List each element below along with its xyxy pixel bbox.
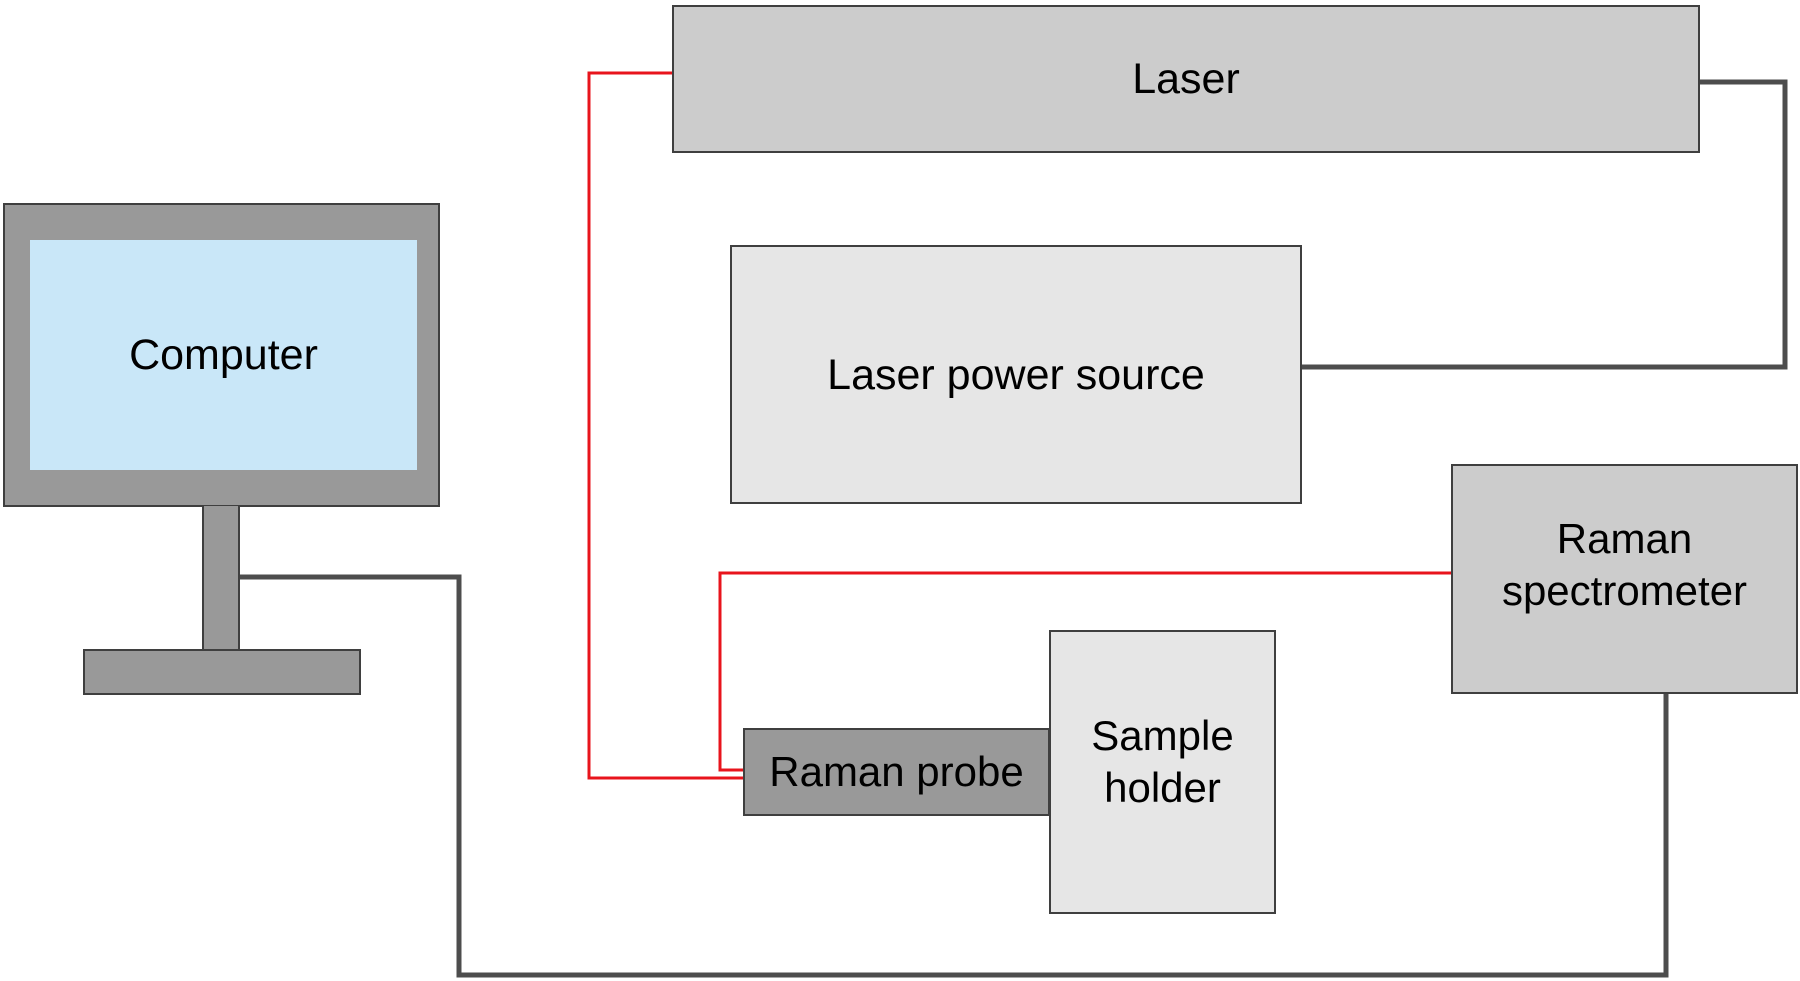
raman-spectrometer-label-line2: spectrometer	[1501, 567, 1748, 614]
sample-holder-label: Sample holder	[1091, 710, 1233, 814]
computer-screen: Computer	[30, 240, 417, 470]
laser-label: Laser	[1132, 55, 1240, 103]
fiber-laser-to-probe	[587, 71, 743, 780]
computer-stand-base	[83, 649, 361, 695]
computer-label: Computer	[129, 331, 318, 379]
sample-holder-box: Sample holder	[1049, 630, 1276, 914]
raman-probe-box: Raman probe	[743, 728, 1050, 816]
sample-holder-label-line1: Sample	[1091, 712, 1234, 759]
raman-spectrometer-label: Raman spectrometer	[1502, 513, 1747, 617]
raman-spectrometer-box: Raman spectrometer	[1451, 464, 1798, 694]
laser-power-source-box: Laser power source	[730, 245, 1302, 504]
cable-computer-to-spectrometer	[240, 574, 1669, 978]
wire-laser-to-power-source	[1301, 79, 1788, 370]
raman-probe-label: Raman probe	[769, 748, 1024, 795]
computer-monitor-icon: Computer	[3, 203, 440, 507]
raman-spectrometer-label-line1: Raman	[1556, 515, 1693, 562]
fiber-spectrometer-to-probe	[718, 571, 1451, 772]
sample-holder-label-line2: holder	[1104, 764, 1221, 811]
laser-power-source-label: Laser power source	[827, 350, 1205, 399]
computer-stand-neck	[202, 506, 240, 650]
laser-box: Laser	[672, 5, 1700, 153]
